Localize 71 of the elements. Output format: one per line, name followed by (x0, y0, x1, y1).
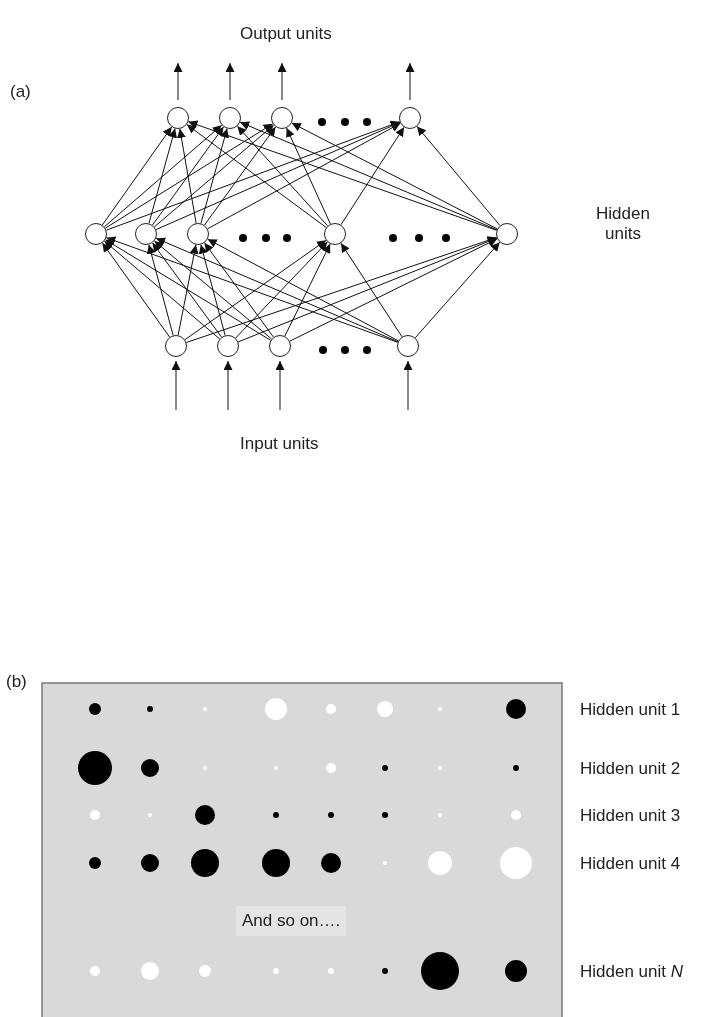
arrow (275, 360, 285, 411)
arrow (153, 124, 275, 228)
arrow (236, 125, 329, 227)
arrow (155, 121, 401, 231)
arrow (207, 238, 399, 342)
arrow (225, 62, 235, 101)
unit-circle (496, 223, 518, 245)
arrow (186, 124, 327, 228)
arrow (146, 244, 174, 336)
arrow (284, 243, 331, 337)
arrow (152, 242, 222, 338)
layer-title: Output units (240, 24, 332, 45)
arrow (235, 241, 328, 339)
arrow (177, 244, 199, 336)
arrow (200, 128, 229, 224)
arrow (155, 237, 399, 343)
panel-letter: (b) (6, 672, 27, 693)
unit-circle (399, 107, 421, 129)
arrow (289, 238, 498, 342)
arrow (103, 240, 221, 340)
arrow (101, 242, 171, 338)
panel-note: And so on…. (236, 906, 347, 937)
unit-circle (219, 107, 241, 129)
layer-title: Input units (240, 434, 319, 455)
arrow (176, 128, 197, 224)
arrow (104, 123, 274, 229)
row-label: Hidden unit 3 (580, 806, 681, 827)
arrow (403, 360, 413, 411)
arrow (340, 126, 405, 226)
arrow (239, 121, 498, 231)
arrow (414, 241, 501, 339)
unit-circle (187, 223, 209, 245)
arrow (173, 62, 183, 101)
arrow (291, 122, 498, 230)
arrow (223, 360, 233, 411)
arrow (105, 236, 399, 343)
arrow (153, 240, 273, 340)
unit-circle (85, 223, 107, 245)
unit-circle (167, 107, 189, 129)
arrow (185, 236, 498, 343)
unit-circle (271, 107, 293, 129)
unit-circle (135, 223, 157, 245)
unit-circle (397, 335, 419, 357)
arrow (237, 237, 498, 343)
arrow (104, 239, 272, 341)
row-label: Hidden unit 4 (580, 854, 681, 875)
row-label: Hidden unit 2 (580, 759, 681, 780)
arrow (184, 239, 327, 341)
row-label: Hidden unit 1 (580, 700, 681, 721)
unit-circle (269, 335, 291, 357)
arrow (103, 124, 223, 228)
panel-letter: (a) (10, 82, 31, 103)
arrow (405, 62, 415, 101)
unit-circle (324, 223, 346, 245)
arrow (187, 120, 498, 231)
arrow (148, 128, 177, 224)
arrow (203, 126, 277, 226)
arrow (204, 242, 274, 338)
unit-circle (165, 335, 187, 357)
row-label: Hidden unit N (580, 962, 683, 983)
arrow (277, 62, 287, 101)
arrow (286, 127, 331, 225)
arrow (171, 360, 181, 411)
arrow (340, 242, 403, 338)
arrow (207, 122, 401, 230)
arrow (151, 126, 225, 226)
unit-circle (217, 335, 239, 357)
arrow (101, 126, 173, 226)
arrow (416, 125, 501, 227)
layer-title: Hidden units (595, 204, 651, 245)
arrow (198, 244, 226, 336)
